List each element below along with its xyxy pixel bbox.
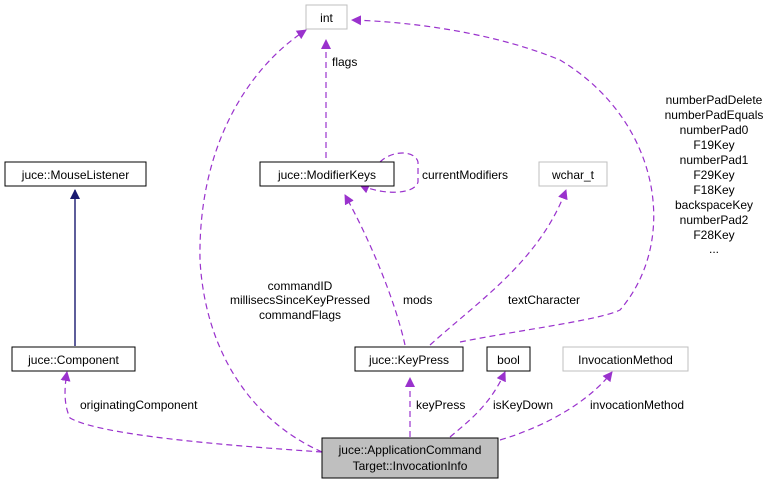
svg-text:juce::ApplicationCommand: juce::ApplicationCommand	[338, 443, 482, 457]
label-keypress-int-fields: numberPadDelete numberPadEquals numberPa…	[665, 93, 764, 256]
svg-text:numberPadEquals: numberPadEquals	[665, 108, 764, 122]
svg-text:backspaceKey: backspaceKey	[675, 198, 753, 212]
edge-is-key-down	[449, 371, 506, 438]
svg-text:F18Key: F18Key	[693, 183, 734, 197]
svg-text:bool: bool	[497, 353, 520, 367]
svg-text:commandID: commandID	[268, 279, 333, 293]
node-invocation-info[interactable]: juce::ApplicationCommand Target::Invocat…	[321, 437, 499, 479]
label-originating-component: originatingComponent	[80, 398, 198, 412]
label-text-character: textCharacter	[508, 293, 580, 307]
svg-text:F19Key: F19Key	[693, 138, 734, 152]
label-command-fields: commandID millisecsSinceKeyPressed comma…	[230, 279, 370, 322]
node-key-press[interactable]: juce::KeyPress	[354, 346, 464, 372]
label-current-modifiers: currentModifiers	[422, 168, 508, 182]
edge-invocation-method	[499, 371, 613, 441]
svg-text:F29Key: F29Key	[693, 168, 734, 182]
label-invocation-method: invocationMethod	[590, 398, 684, 412]
node-modifier-keys[interactable]: juce::ModifierKeys	[259, 161, 395, 187]
label-key-press: keyPress	[416, 398, 465, 412]
svg-text:...: ...	[709, 242, 719, 256]
node-mouse-listener[interactable]: juce::MouseListener	[4, 161, 147, 187]
svg-text:juce::ModifierKeys: juce::ModifierKeys	[277, 168, 376, 182]
svg-text:numberPad2: numberPad2	[680, 213, 749, 227]
svg-text:millisecsSinceKeyPressed: millisecsSinceKeyPressed	[230, 293, 370, 307]
edge-mods	[344, 194, 406, 346]
svg-text:numberPadDelete: numberPadDelete	[666, 93, 763, 107]
svg-text:commandFlags: commandFlags	[259, 308, 341, 322]
label-mods: mods	[403, 293, 432, 307]
edge-keypress-int	[351, 15, 655, 343]
node-component[interactable]: juce::Component	[11, 346, 136, 372]
svg-text:numberPad1: numberPad1	[680, 153, 749, 167]
svg-text:F28Key: F28Key	[693, 228, 734, 242]
svg-text:Target::InvocationInfo: Target::InvocationInfo	[353, 459, 468, 473]
svg-text:juce::KeyPress: juce::KeyPress	[368, 353, 449, 367]
edge-originating-component	[60, 371, 323, 453]
edge-text-character	[429, 189, 568, 346]
svg-text:juce::MouseListener: juce::MouseListener	[21, 168, 129, 182]
svg-text:numberPad0: numberPad0	[680, 123, 749, 137]
node-invocation-method[interactable]: InvocationMethod	[562, 346, 689, 372]
label-flags: flags	[332, 55, 357, 69]
edge-current-modifiers	[359, 152, 419, 194]
svg-text:wchar_t: wchar_t	[551, 168, 595, 182]
node-bool[interactable]: bool	[486, 346, 531, 372]
edge-command-fields	[199, 29, 323, 453]
svg-text:InvocationMethod: InvocationMethod	[578, 353, 673, 367]
node-wchar-t[interactable]: wchar_t	[538, 161, 608, 187]
svg-text:juce::Component: juce::Component	[27, 353, 119, 367]
svg-text:int: int	[320, 11, 333, 25]
node-int[interactable]: int	[305, 4, 348, 30]
label-is-key-down: isKeyDown	[493, 398, 553, 412]
